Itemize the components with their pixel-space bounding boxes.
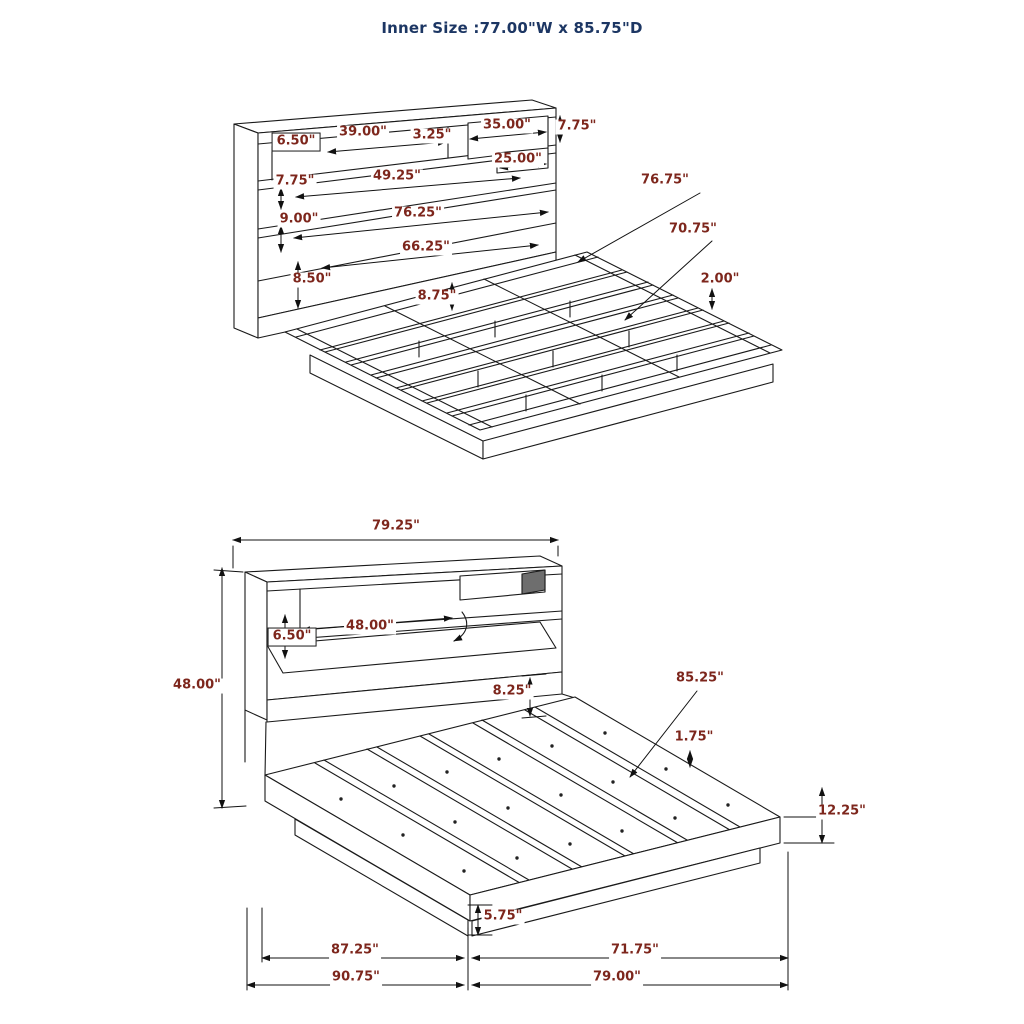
dim-second-shelf-height: 7.75" xyxy=(273,173,317,190)
dim-overall-depth: 90.75" xyxy=(330,969,382,986)
dim-inner-depth: 87.25" xyxy=(329,942,381,959)
dim-third-shelf-height: 9.00" xyxy=(277,211,321,228)
dim-outer-rail-length: 76.75" xyxy=(639,172,691,189)
top-view-bed-frame xyxy=(284,251,783,460)
dim-shelf-opening-width-bottom: 48.00" xyxy=(344,618,396,635)
bottom-view-platform xyxy=(264,696,781,937)
bottom-view-headboard xyxy=(244,555,576,777)
door-swing-arrow xyxy=(453,611,468,642)
dim-platform-side-height: 12.25" xyxy=(816,803,868,820)
dim-base-height-bottom: 5.75" xyxy=(481,908,525,925)
dim-plank-gap: 1.75" xyxy=(672,729,716,746)
dim-inner-rail-length: 70.75" xyxy=(667,221,719,238)
dim-shelf-opening-width: 39.00" xyxy=(337,124,389,141)
dim-platform-depth: 85.25" xyxy=(674,670,726,687)
dim-headboard-width: 79.25" xyxy=(370,518,422,535)
dim-overall-width: 79.00" xyxy=(591,969,643,986)
dim-right-cubby-width: 35.00" xyxy=(481,117,533,134)
dim-slat-support-height: 8.75" xyxy=(415,288,459,305)
dim-rail-thickness: 2.00" xyxy=(698,271,742,288)
dim-left-cubby-width: 6.50" xyxy=(271,132,321,152)
dim-footboard-width: 71.75" xyxy=(609,942,661,959)
dim-right-cubby-height: 7.75" xyxy=(555,118,599,135)
page-title: Inner Size :77.00"W x 85.75"D xyxy=(381,19,643,37)
dim-headboard-inner-width: 76.25" xyxy=(392,205,444,222)
cubby-opening xyxy=(521,569,546,595)
dim-headboard-height: 48.00" xyxy=(171,677,223,694)
dim-base-height: 8.50" xyxy=(290,271,334,288)
dim-inner-cubby-width: 25.00" xyxy=(492,151,544,168)
dim-frame-inner-width: 66.25" xyxy=(400,239,452,256)
top-view-dimension-lines xyxy=(277,115,716,321)
screw-dots xyxy=(339,731,730,873)
dim-shelf-opening-height: 6.50" xyxy=(267,627,317,647)
dim-second-shelf-width: 49.25" xyxy=(371,168,423,185)
dim-headboard-gap: 8.25" xyxy=(490,683,534,700)
dim-divider-width: 3.25" xyxy=(410,127,454,144)
